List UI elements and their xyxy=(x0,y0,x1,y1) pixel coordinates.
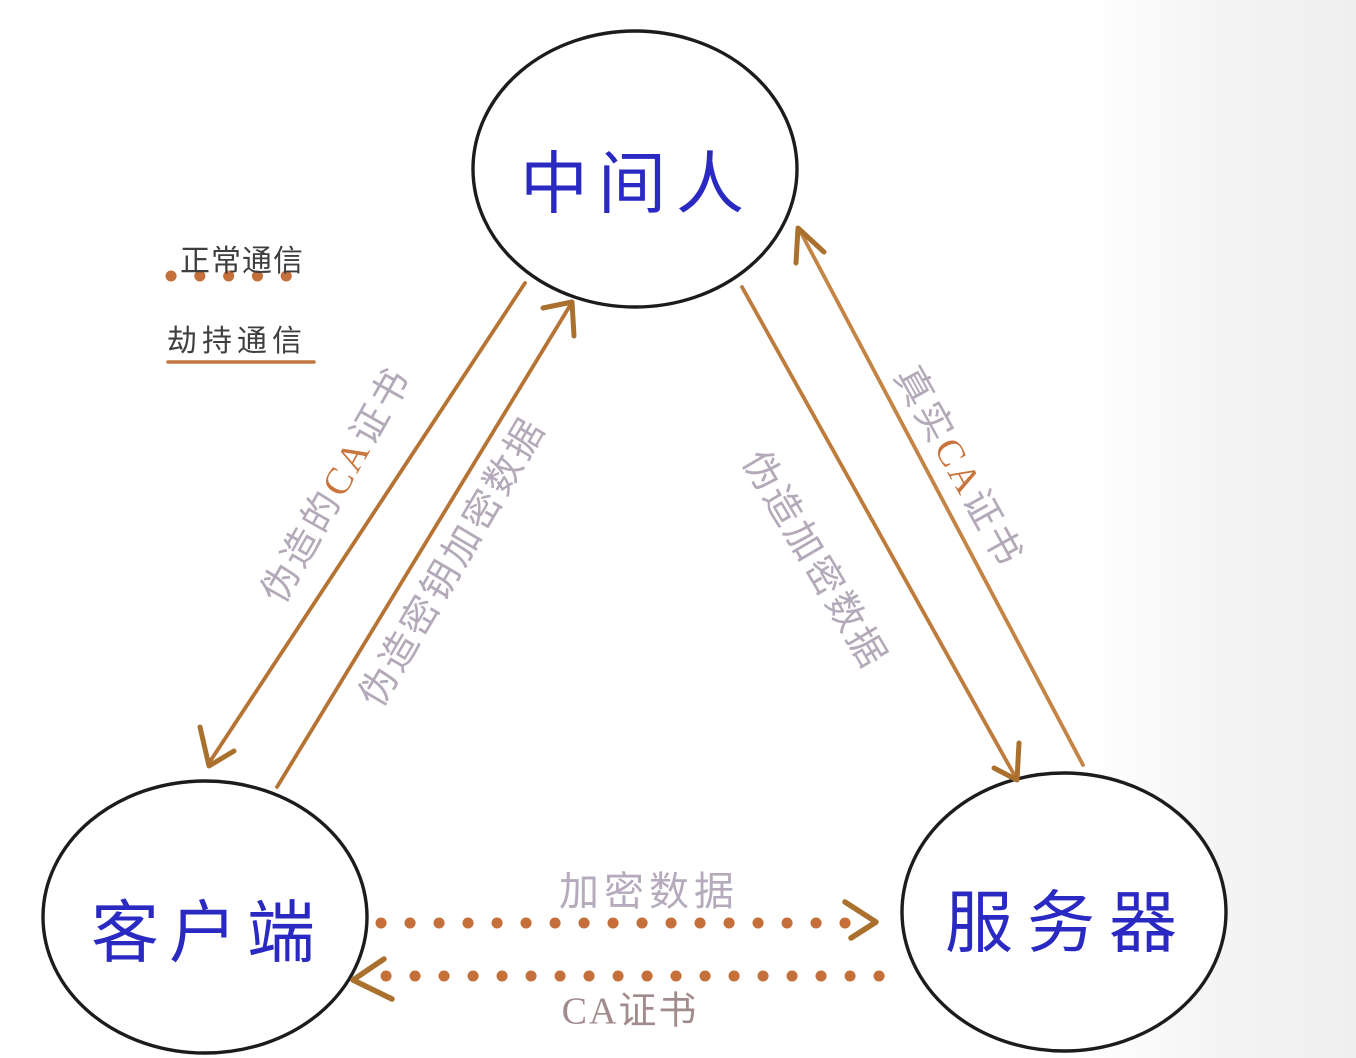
arrow-mitm-to-client xyxy=(207,281,527,765)
arrowhead-server-to-client xyxy=(350,956,395,1002)
server-node-label: 服务器 xyxy=(944,885,1192,962)
edge-label-ca-cert: CA证书 xyxy=(561,990,699,1033)
legend-normal-label: 正常通信 xyxy=(180,245,304,278)
client-node-label: 客户端 xyxy=(90,895,326,972)
arrowhead-server-to-mitm xyxy=(793,225,827,266)
arrowhead-client-to-mitm xyxy=(540,299,577,339)
mitm-node-circle xyxy=(471,29,799,309)
server-node-circle xyxy=(900,771,1228,1053)
arrowhead-client-to-server xyxy=(842,899,879,941)
edge-label-enc-data: 加密数据 xyxy=(559,869,739,914)
client-node-circle xyxy=(41,779,369,1055)
legend-hijacked-label: 劫持通信 xyxy=(167,325,307,358)
mitm-node-label: 中间人 xyxy=(519,146,755,223)
arrow-server-to-mitm xyxy=(797,227,1085,767)
arrow-mitm-to-server xyxy=(740,285,1018,780)
arrow-client-to-mitm xyxy=(275,302,573,789)
arrowhead-mitm-to-server xyxy=(991,740,1022,783)
arrowhead-mitm-to-client xyxy=(197,724,237,769)
